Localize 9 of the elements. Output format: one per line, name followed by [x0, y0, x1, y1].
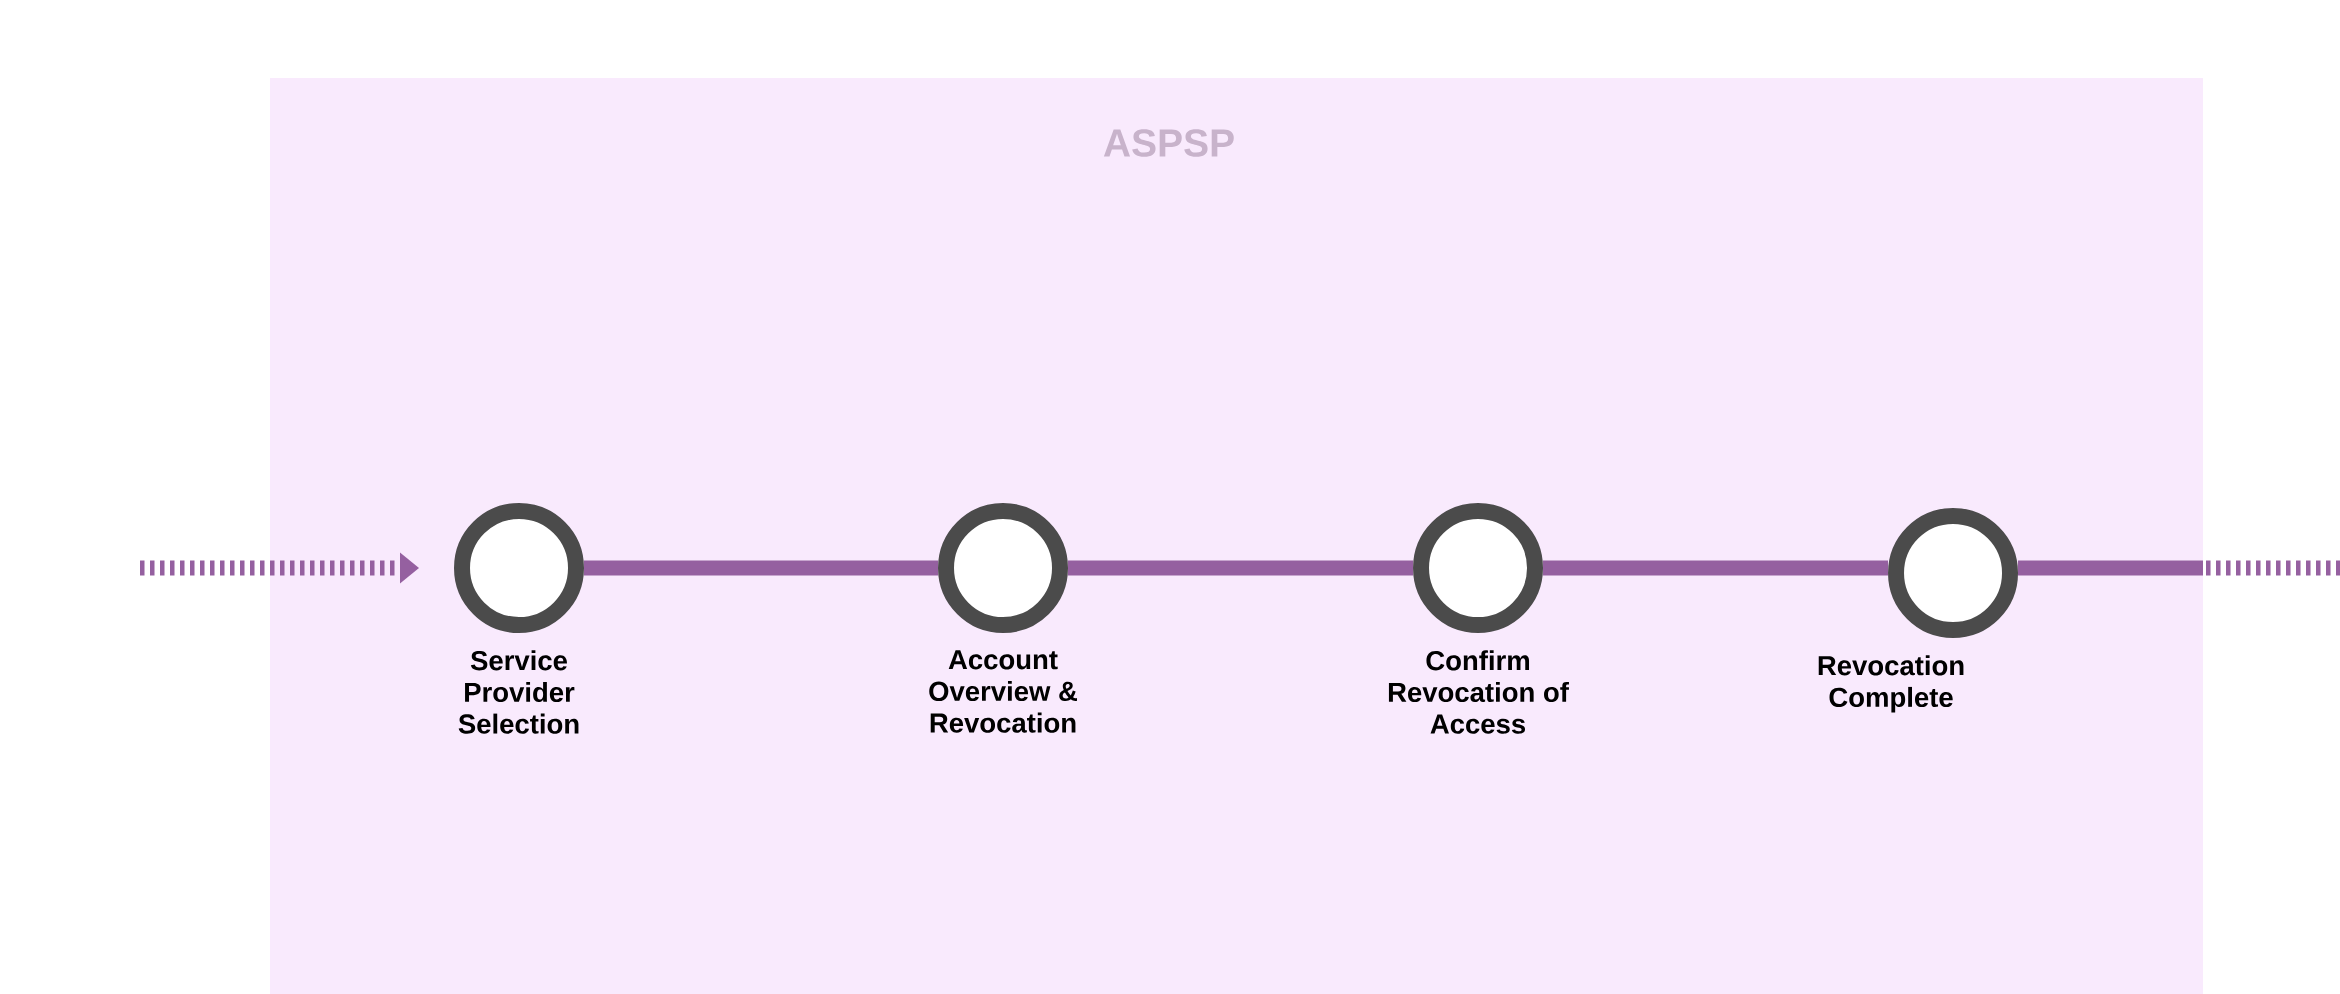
arrow [140, 552, 419, 584]
connector-line [1068, 560, 1413, 576]
connector-line [1543, 560, 1888, 576]
milestone-label: Service Provider Selection [458, 650, 579, 734]
milestone-label: Revocation Complete [1818, 655, 1964, 713]
connector-line [584, 560, 938, 576]
milestone-label: Account Overview & Revocation [929, 650, 1077, 733]
connector-line [2018, 560, 2340, 576]
milestone-label: Confirm Revocation of Access [1388, 650, 1569, 734]
